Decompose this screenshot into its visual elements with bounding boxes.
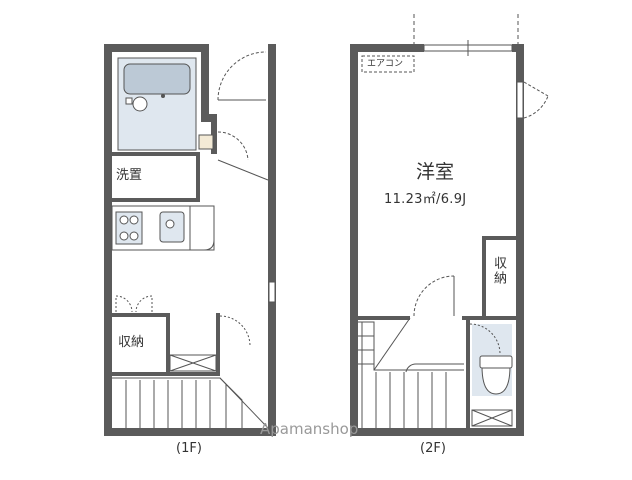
closet-2f-label: 収納	[491, 256, 506, 286]
kitchen-counter	[111, 205, 215, 251]
floor-1-caption: (1F)	[176, 441, 202, 456]
floor-2-walls	[350, 44, 524, 436]
staircase-1f	[112, 377, 269, 429]
western-room-label: 洋室	[416, 161, 455, 183]
floor-2-caption: (2F)	[420, 441, 446, 456]
floor-1-plan	[104, 44, 276, 436]
floor-1-walls	[104, 44, 276, 436]
washroom-label: 洗置	[116, 168, 143, 183]
closet-1f-label: 収納	[118, 335, 145, 350]
aircon-label: エアコン	[367, 59, 404, 69]
western-room-size: 11.23㎡/6.9J	[384, 192, 467, 207]
floor-2-plan	[350, 14, 549, 436]
watermark: Apamanshop	[260, 420, 359, 438]
unit-bath	[117, 57, 197, 151]
staircase-2f	[358, 317, 464, 428]
toilet	[472, 324, 513, 396]
